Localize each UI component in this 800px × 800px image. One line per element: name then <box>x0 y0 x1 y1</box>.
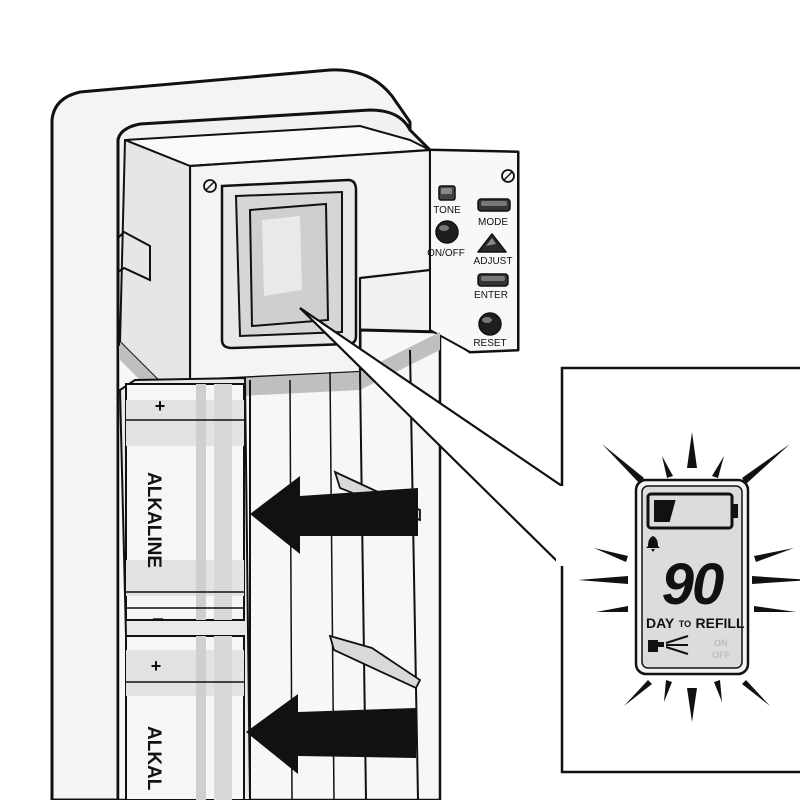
lcd-day-text: DAY <box>646 615 675 631</box>
battery-bottom-plus: + <box>151 656 162 676</box>
tone-label: TONE <box>433 205 461 216</box>
lcd-faded-on: ON <box>714 638 728 648</box>
lcd-battery-icon <box>646 492 738 530</box>
battery-top-plus: + <box>155 396 166 416</box>
lcd-day-to-refill-label: DAY TO REFILL <box>646 614 745 632</box>
device-lcd-window <box>220 178 358 350</box>
reset-button[interactable] <box>478 312 502 336</box>
lcd-to-text: TO <box>679 619 691 629</box>
on-off-button[interactable] <box>435 220 459 244</box>
side-clip <box>117 230 151 282</box>
battery-bottom <box>125 635 245 800</box>
on-off-label: ON/OFF <box>427 248 465 259</box>
enter-button[interactable] <box>477 273 509 287</box>
lcd-spray-icon <box>648 635 689 655</box>
mode-button[interactable] <box>477 198 511 212</box>
screw-right-icon <box>501 169 515 183</box>
screw-left-icon <box>203 179 217 193</box>
enter-label: ENTER <box>474 290 508 301</box>
mode-label: MODE <box>478 217 508 228</box>
lcd-bell-icon <box>646 536 660 552</box>
insert-arrow-bottom-icon <box>246 694 416 774</box>
battery-top <box>125 383 245 621</box>
reset-label: RESET <box>473 338 506 349</box>
adjust-label: ADJUST <box>474 256 513 267</box>
battery-top-label: ALKALINE <box>143 472 164 568</box>
battery-bottom-label: ALKAL <box>143 726 164 791</box>
tone-button[interactable] <box>438 185 456 201</box>
adjust-button[interactable] <box>477 233 507 253</box>
lcd-battery-fill <box>654 500 676 522</box>
lcd-faded-off: OFF <box>712 650 730 660</box>
lcd-flash-rays-icon <box>578 432 800 722</box>
lcd-refill-text: REFILL <box>696 615 745 631</box>
lcd-day-number: 90 <box>662 552 724 617</box>
insert-arrow-top-icon <box>250 476 418 554</box>
battery-top-minus: − <box>152 609 164 631</box>
